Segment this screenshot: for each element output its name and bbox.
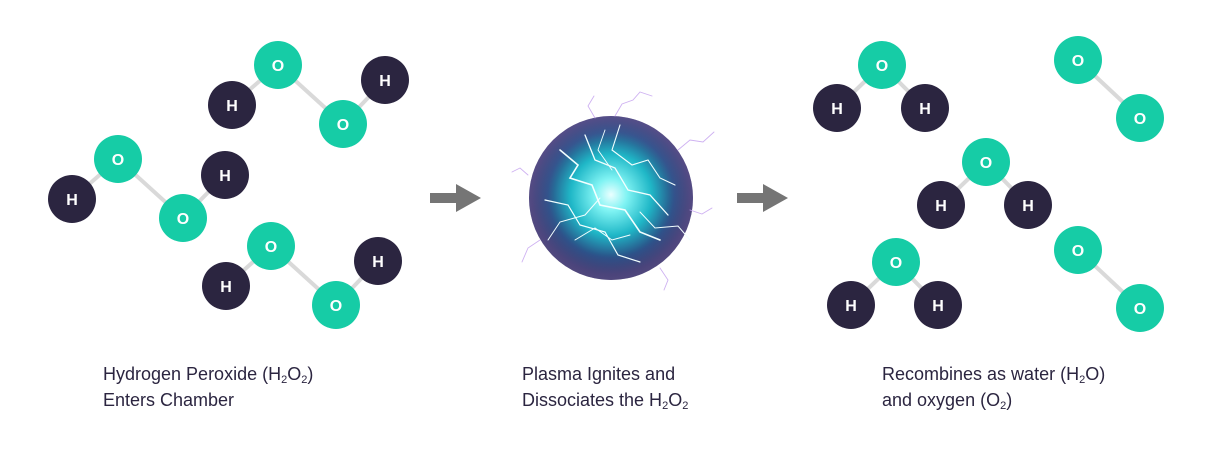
- oxygen-atom: O: [319, 100, 367, 148]
- hydrogen-atom: H: [202, 262, 250, 310]
- oxygen-atom-label: O: [272, 58, 284, 75]
- oxygen-atom: O: [312, 281, 360, 329]
- oxygen-atom: O: [1116, 94, 1164, 142]
- oxygen-atom-label: O: [265, 239, 277, 256]
- lightning-icon: [544, 124, 691, 263]
- oxygen-atom-label: O: [337, 117, 349, 134]
- oxygen-atom-label: O: [1072, 243, 1084, 260]
- caption-stage1-line1: Hydrogen Peroxide (H2O2): [103, 364, 314, 386]
- hydrogen-atom-circle: [354, 237, 402, 285]
- hydrogen-atom: H: [208, 81, 256, 129]
- hydrogen-atom: H: [361, 56, 409, 104]
- oxygen-atom-circle: [1054, 36, 1102, 84]
- hydrogen-atom-circle: [914, 281, 962, 329]
- atoms-layer: H O O H H O O H H O O H H O H H O H H O H O O O O: [48, 36, 1164, 332]
- oxygen-atom: O: [247, 222, 295, 270]
- hydrogen-atom-label: H: [219, 168, 231, 185]
- oxygen-atom-circle: [858, 41, 906, 89]
- hydrogen-atom: H: [354, 237, 402, 285]
- hydrogen-atom: H: [827, 281, 875, 329]
- oxygen-atom: O: [962, 138, 1010, 186]
- hydrogen-atom-label: H: [66, 192, 78, 209]
- hydrogen-atom-label: H: [831, 101, 843, 118]
- oxygen-atom: O: [858, 41, 906, 89]
- oxygen-atom-label: O: [1072, 53, 1084, 70]
- oxygen-atom: O: [159, 194, 207, 242]
- hydrogen-atom: H: [917, 181, 965, 229]
- oxygen-atom-circle: [962, 138, 1010, 186]
- oxygen-atom-circle: [1054, 226, 1102, 274]
- hydrogen-atom-circle: [201, 151, 249, 199]
- hydrogen-atom-circle: [48, 175, 96, 223]
- hydrogen-atom: H: [813, 84, 861, 132]
- caption-stage3-line1: Recombines as water (H2O): [882, 364, 1106, 386]
- oxygen-atom: O: [254, 41, 302, 89]
- oxygen-atom-label: O: [1134, 111, 1146, 128]
- oxygen-atom-circle: [312, 281, 360, 329]
- hydrogen-atom-circle: [208, 81, 256, 129]
- oxygen-atom-label: O: [1134, 301, 1146, 318]
- arrow-right-icon: [737, 184, 788, 212]
- hydrogen-atom: H: [48, 175, 96, 223]
- hydrogen-atom-circle: [202, 262, 250, 310]
- hydrogen-atom-label: H: [935, 198, 947, 215]
- hydrogen-atom-label: H: [919, 101, 931, 118]
- oxygen-atom-label: O: [876, 58, 888, 75]
- oxygen-atom-label: O: [112, 152, 124, 169]
- hydrogen-atom-label: H: [372, 254, 384, 271]
- plasma-sphere-icon: [511, 91, 715, 291]
- hydrogen-atom: H: [1004, 181, 1052, 229]
- oxygen-atom-circle: [872, 238, 920, 286]
- oxygen-atom: O: [94, 135, 142, 183]
- hydrogen-atom: H: [901, 84, 949, 132]
- oxygen-atom-label: O: [890, 255, 902, 272]
- hydrogen-atom-circle: [361, 56, 409, 104]
- hydrogen-atom-circle: [901, 84, 949, 132]
- oxygen-atom: O: [1054, 226, 1102, 274]
- caption-stage3-line2: and oxygen (O2): [882, 390, 1013, 412]
- hydrogen-atom-label: H: [845, 298, 857, 315]
- hydrogen-atom-circle: [813, 84, 861, 132]
- oxygen-atom-circle: [94, 135, 142, 183]
- oxygen-atom-circle: [319, 100, 367, 148]
- oxygen-atom: O: [1054, 36, 1102, 84]
- hydrogen-atom-circle: [1004, 181, 1052, 229]
- caption-stage2: Plasma Ignites and Dissociates the H2O2: [522, 361, 688, 413]
- oxygen-atom-label: O: [330, 298, 342, 315]
- hydrogen-atom: H: [914, 281, 962, 329]
- hydrogen-atom-label: H: [379, 73, 391, 90]
- oxygen-atom-circle: [1116, 284, 1164, 332]
- oxygen-atom-circle: [1116, 94, 1164, 142]
- oxygen-atom-circle: [247, 222, 295, 270]
- arrow-right-icon: [430, 184, 481, 212]
- hydrogen-atom-label: H: [932, 298, 944, 315]
- hydrogen-atom-label: H: [226, 98, 238, 115]
- caption-stage2-line2: Dissociates the H2O2: [522, 390, 689, 412]
- oxygen-atom-label: O: [980, 155, 992, 172]
- hydrogen-atom-circle: [917, 181, 965, 229]
- hydrogen-atom-label: H: [220, 279, 232, 296]
- oxygen-atom-circle: [159, 194, 207, 242]
- caption-stage1: Hydrogen Peroxide (H2O2) Enters Chamber: [103, 361, 313, 413]
- hydrogen-atom: H: [201, 151, 249, 199]
- oxygen-atom: O: [872, 238, 920, 286]
- hydrogen-atom-circle: [827, 281, 875, 329]
- oxygen-atom: O: [1116, 284, 1164, 332]
- caption-stage1-line2: Enters Chamber: [103, 390, 235, 410]
- hydrogen-atom-label: H: [1022, 198, 1034, 215]
- caption-stage3: Recombines as water (H2O) and oxygen (O2…: [882, 361, 1105, 413]
- oxygen-atom-label: O: [177, 211, 189, 228]
- oxygen-atom-circle: [254, 41, 302, 89]
- caption-stage2-line1: Plasma Ignites and: [522, 364, 676, 384]
